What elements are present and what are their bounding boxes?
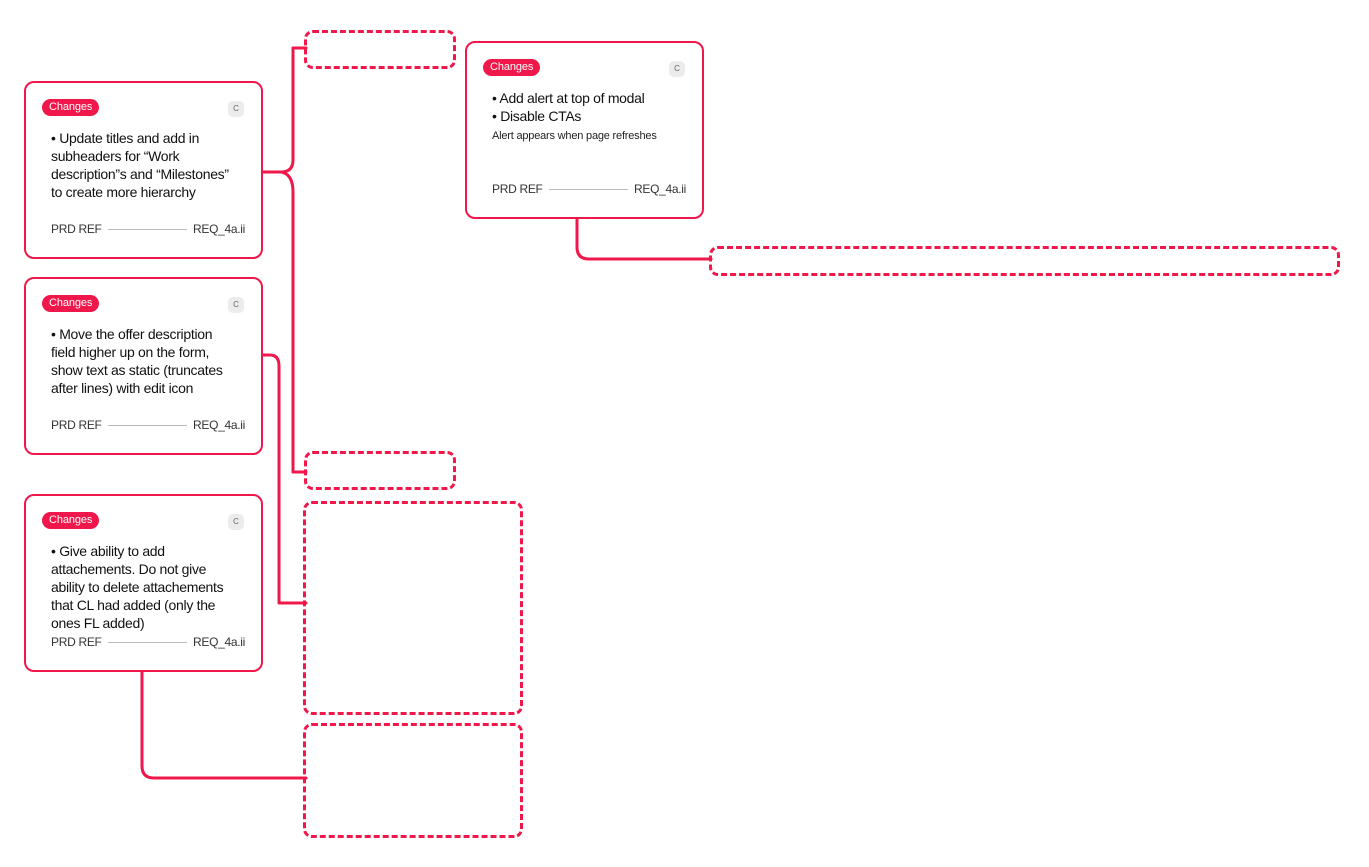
avatar: C xyxy=(669,61,685,77)
ref-divider xyxy=(107,228,187,230)
prd-ref-value: REQ_4a.ii xyxy=(193,222,245,236)
prd-ref-value: REQ_4a.ii xyxy=(193,635,245,649)
prd-ref-label: PRD REF xyxy=(492,182,543,196)
change-description: • Update titles and add in subheaders fo… xyxy=(51,130,229,200)
avatar: C xyxy=(228,101,244,117)
changes-badge: Changes xyxy=(483,59,541,76)
placeholder-target-tall xyxy=(303,501,523,715)
changes-badge: Changes xyxy=(42,512,100,529)
ref-divider xyxy=(107,424,187,426)
avatar: C xyxy=(228,514,244,530)
change-card-titles[interactable]: Changes C • Update titles and add in sub… xyxy=(24,81,263,259)
placeholder-target-wide xyxy=(709,246,1340,276)
ref-divider xyxy=(548,188,628,190)
change-description: • Add alert at top of modal • Disable CT… xyxy=(492,90,645,124)
change-description: • Give ability to add attachements. Do n… xyxy=(51,543,224,631)
changes-badge: Changes xyxy=(42,99,100,116)
change-description: • Move the offer description field highe… xyxy=(51,326,223,396)
prd-ref-label: PRD REF xyxy=(51,635,102,649)
connector-card1-top xyxy=(261,46,308,174)
prd-reference: PRD REF REQ_4a.ii xyxy=(51,418,245,432)
prd-ref-value: REQ_4a.ii xyxy=(634,182,686,196)
change-note: Alert appears when page refreshes xyxy=(492,130,657,142)
changes-badge: Changes xyxy=(42,295,100,312)
prd-reference: PRD REF REQ_4a.ii xyxy=(51,635,245,649)
prd-reference: PRD REF REQ_4a.ii xyxy=(492,182,686,196)
change-card-attachments[interactable]: Changes C • Give ability to add attachem… xyxy=(24,494,263,672)
connector-card3 xyxy=(140,668,308,780)
prd-ref-value: REQ_4a.ii xyxy=(193,418,245,432)
change-card-alert[interactable]: Changes C • Add alert at top of modal • … xyxy=(465,41,704,219)
avatar: C xyxy=(228,297,244,313)
placeholder-target-small xyxy=(304,451,456,490)
prd-ref-label: PRD REF xyxy=(51,222,102,236)
prd-reference: PRD REF REQ_4a.ii xyxy=(51,222,245,236)
placeholder-target-top xyxy=(304,30,456,69)
connector-card4 xyxy=(575,216,713,261)
connector-card1-middle xyxy=(279,170,308,474)
ref-divider xyxy=(107,641,187,643)
change-card-offer-description[interactable]: Changes C • Move the offer description f… xyxy=(24,277,263,455)
prd-ref-label: PRD REF xyxy=(51,418,102,432)
connector-card2 xyxy=(261,353,308,605)
placeholder-target-bottom xyxy=(303,723,523,838)
